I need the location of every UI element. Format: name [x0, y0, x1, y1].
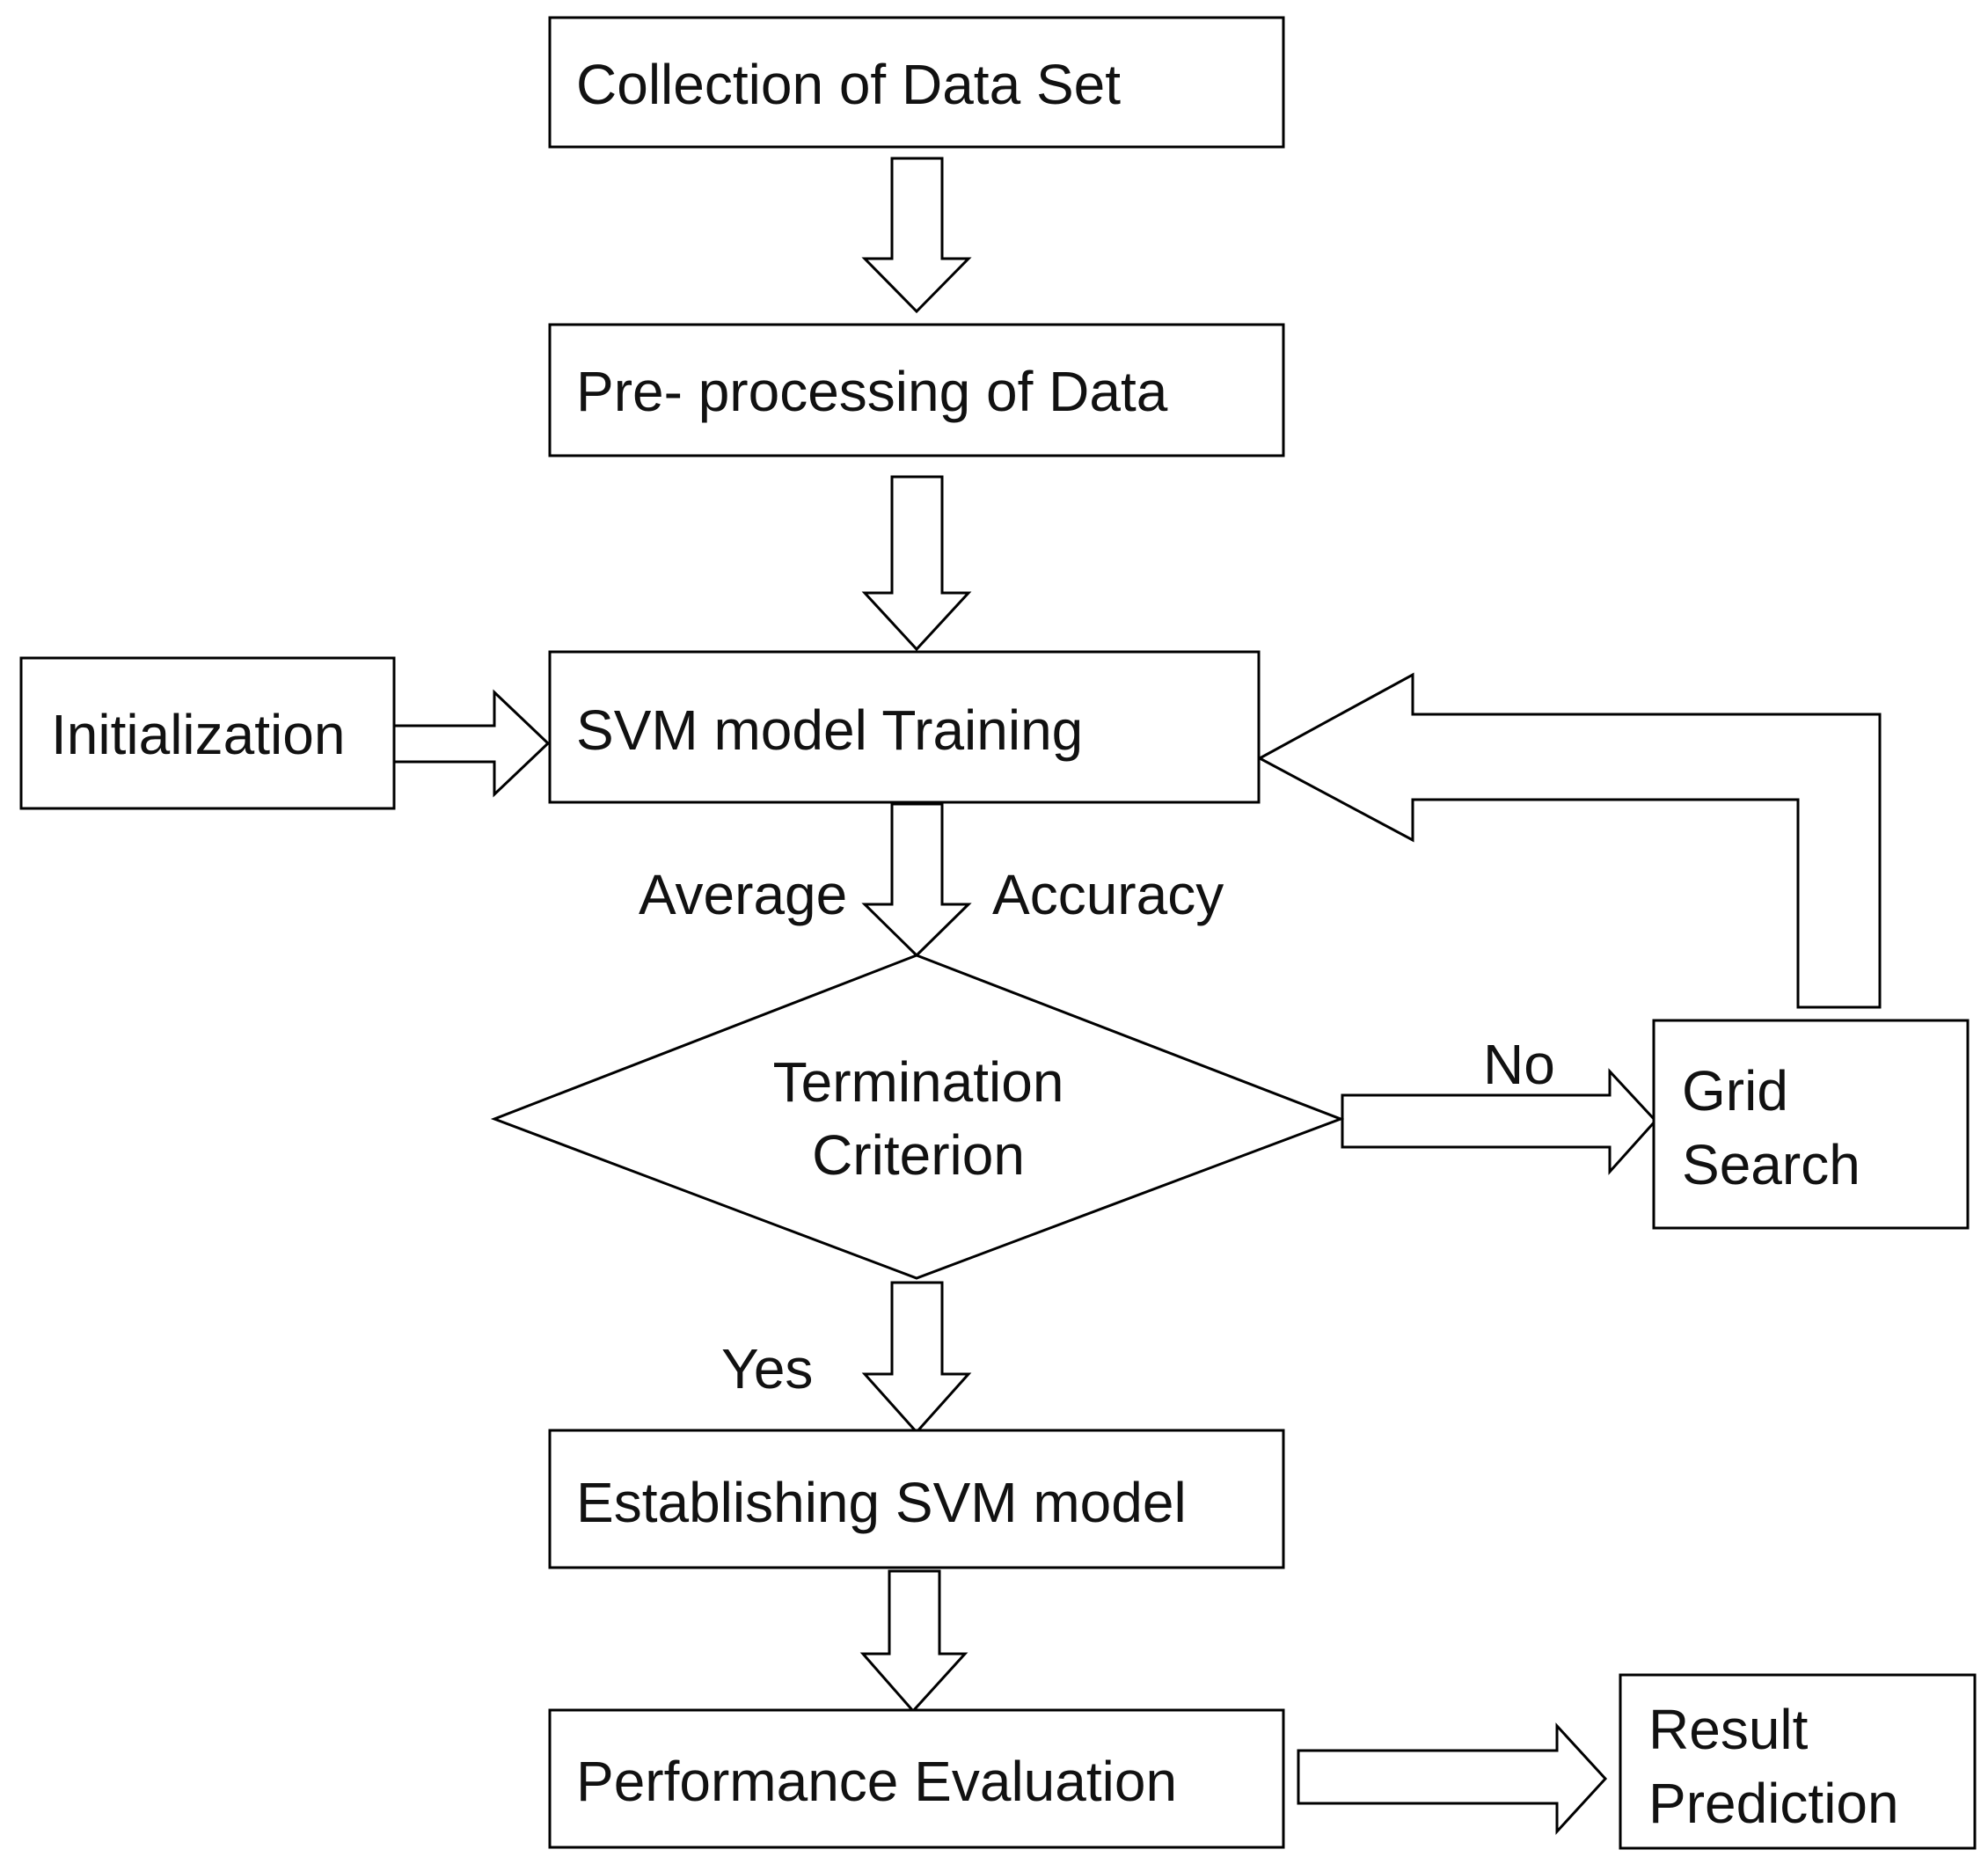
edge-label-no: No [1483, 1033, 1555, 1096]
arrow-collection-to-preprocessing [861, 157, 972, 314]
svm-training-label: SVM model Training [576, 698, 1083, 762]
termination-diamond [490, 954, 1345, 1280]
arrow-performance-to-result [1297, 1722, 1608, 1835]
result-label-line1: Result [1648, 1698, 1809, 1761]
performance-label: Performance Evaluation [576, 1750, 1177, 1813]
svm-training-box [548, 650, 1261, 804]
initialization-box [19, 656, 396, 810]
collection-box [548, 16, 1285, 149]
arrow-gridsearch-loop-to-training [1256, 672, 1882, 1009]
collection-label: Collection of Data Set [576, 53, 1121, 116]
establishing-box [548, 1429, 1285, 1569]
initialization-label: Initialization [51, 703, 345, 766]
termination-label-line1: Termination [773, 1050, 1064, 1114]
preprocessing-box [548, 323, 1285, 457]
result-label-line2: Prediction [1648, 1772, 1899, 1835]
termination-label-line2: Criterion [812, 1123, 1025, 1187]
arrow-initialization-to-training [392, 689, 551, 798]
arrow-training-to-termination [861, 802, 972, 958]
grid-search-label-line2: Search [1682, 1133, 1860, 1196]
preprocessing-label: Pre- processing of Data [576, 360, 1168, 423]
grid-search-label-line1: Grid [1682, 1059, 1788, 1122]
result-box [1619, 1673, 1977, 1850]
grid-search-box [1652, 1019, 1970, 1230]
edge-label-average: Average [639, 863, 847, 926]
edge-label-accuracy: Accuracy [992, 863, 1224, 926]
arrow-establishing-to-performance [859, 1569, 968, 1714]
arrow-termination-to-establishing [861, 1281, 972, 1435]
edge-label-yes: Yes [721, 1337, 813, 1400]
performance-box [548, 1708, 1285, 1849]
arrow-preprocessing-to-training [861, 475, 972, 652]
arrow-termination-to-gridsearch [1341, 1068, 1658, 1175]
establishing-label: Establishing SVM model [576, 1471, 1187, 1534]
